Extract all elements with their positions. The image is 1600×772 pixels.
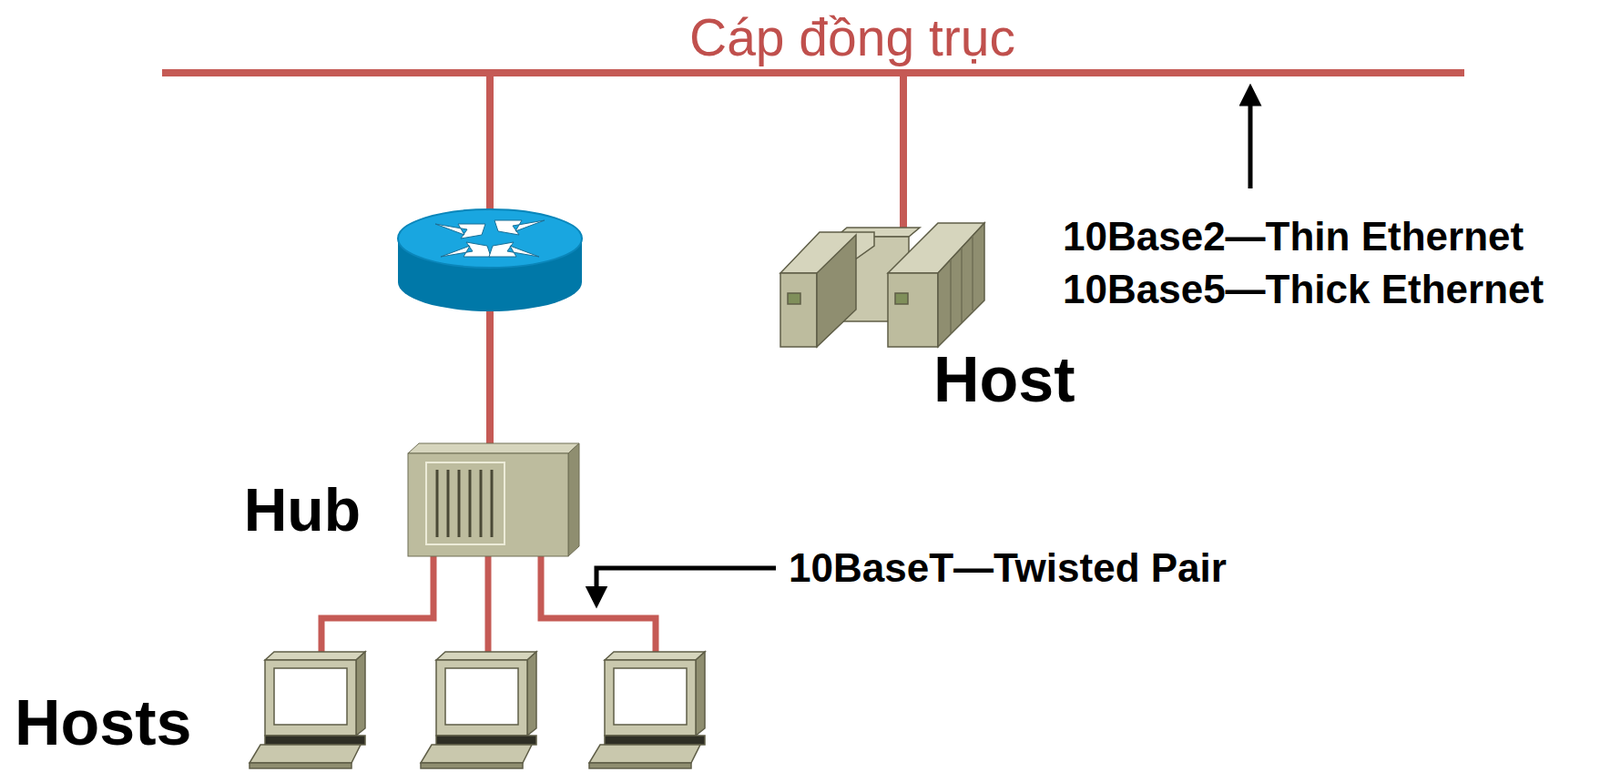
standard-label: 10BaseT—Twisted Pair <box>788 545 1227 592</box>
mainframe-symbol <box>780 223 985 347</box>
standard-label: 10Base5—Thick Ethernet <box>1062 266 1544 314</box>
cable-title: Cáp đồng trục <box>689 8 1016 69</box>
callout-arrow <box>1248 94 1254 189</box>
group-label: Hosts <box>14 686 192 761</box>
callout-arrow <box>596 568 776 598</box>
coax-cable <box>162 69 1465 77</box>
host-wire <box>899 72 908 251</box>
hub-symbol <box>407 443 580 557</box>
router-symbol <box>397 209 582 312</box>
host-box: Host <box>780 222 985 347</box>
standard-label: 10Base2—Thin Ethernet <box>1062 214 1524 261</box>
twisted-pair-wires <box>321 556 656 654</box>
node-label: Hub <box>244 479 361 541</box>
node-label: Host <box>933 347 1076 412</box>
hub-box: Hub <box>407 443 580 557</box>
pc-symbol <box>249 652 366 769</box>
